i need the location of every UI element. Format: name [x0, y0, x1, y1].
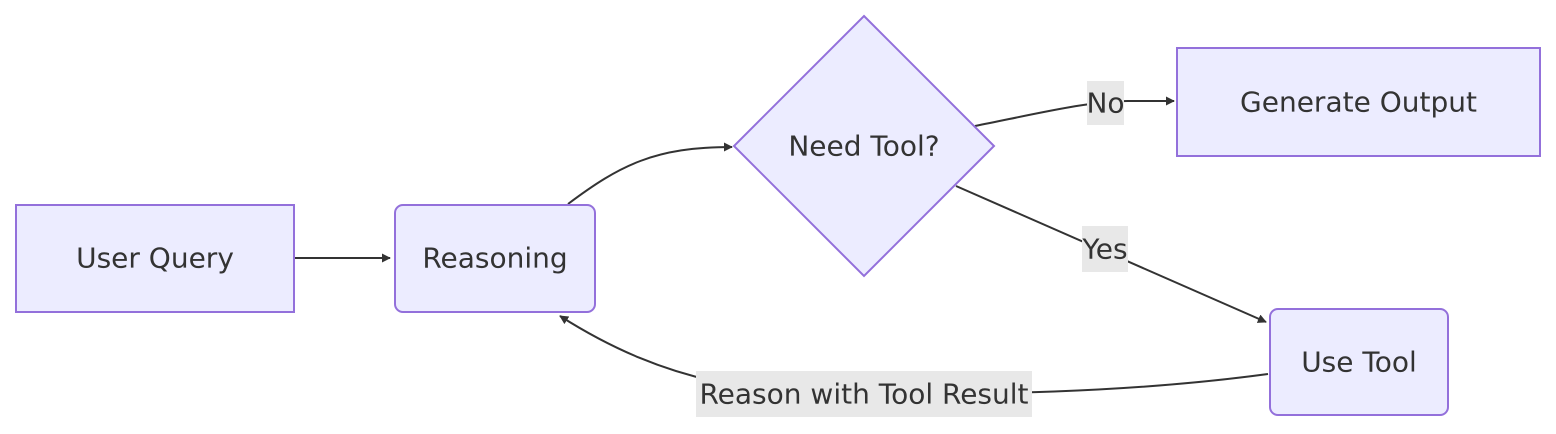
node-generate-output: Generate Output — [1176, 47, 1541, 157]
node-reasoning-label: Reasoning — [422, 242, 567, 275]
edge-label-no: No — [1086, 81, 1125, 125]
edge-need-tool-to-generate-output — [974, 96, 1175, 127]
nodes: User Query Reasoning Need Tool? Generate… — [15, 14, 1541, 416]
edge-label-reason-with-tool-result: Reason with Tool Result — [696, 371, 1032, 417]
edge-reasoning-to-need-tool — [567, 142, 733, 205]
edge-label-no-text: No — [1086, 87, 1124, 120]
node-need-tool-label: Need Tool? — [788, 130, 939, 163]
node-need-tool: Need Tool? — [732, 14, 996, 278]
node-user-query-label: User Query — [76, 242, 234, 275]
edge-labels: No Yes Reason with Tool Result — [696, 81, 1128, 417]
edge-label-yes-text: Yes — [1081, 233, 1127, 266]
edge-label-reason-with-tool-result-text: Reason with Tool Result — [699, 378, 1028, 411]
node-user-query: User Query — [15, 204, 295, 313]
edge-label-yes: Yes — [1081, 226, 1128, 272]
node-use-tool-label: Use Tool — [1301, 346, 1417, 379]
node-generate-output-label: Generate Output — [1240, 86, 1477, 119]
node-use-tool: Use Tool — [1269, 308, 1449, 416]
node-reasoning: Reasoning — [394, 204, 596, 313]
